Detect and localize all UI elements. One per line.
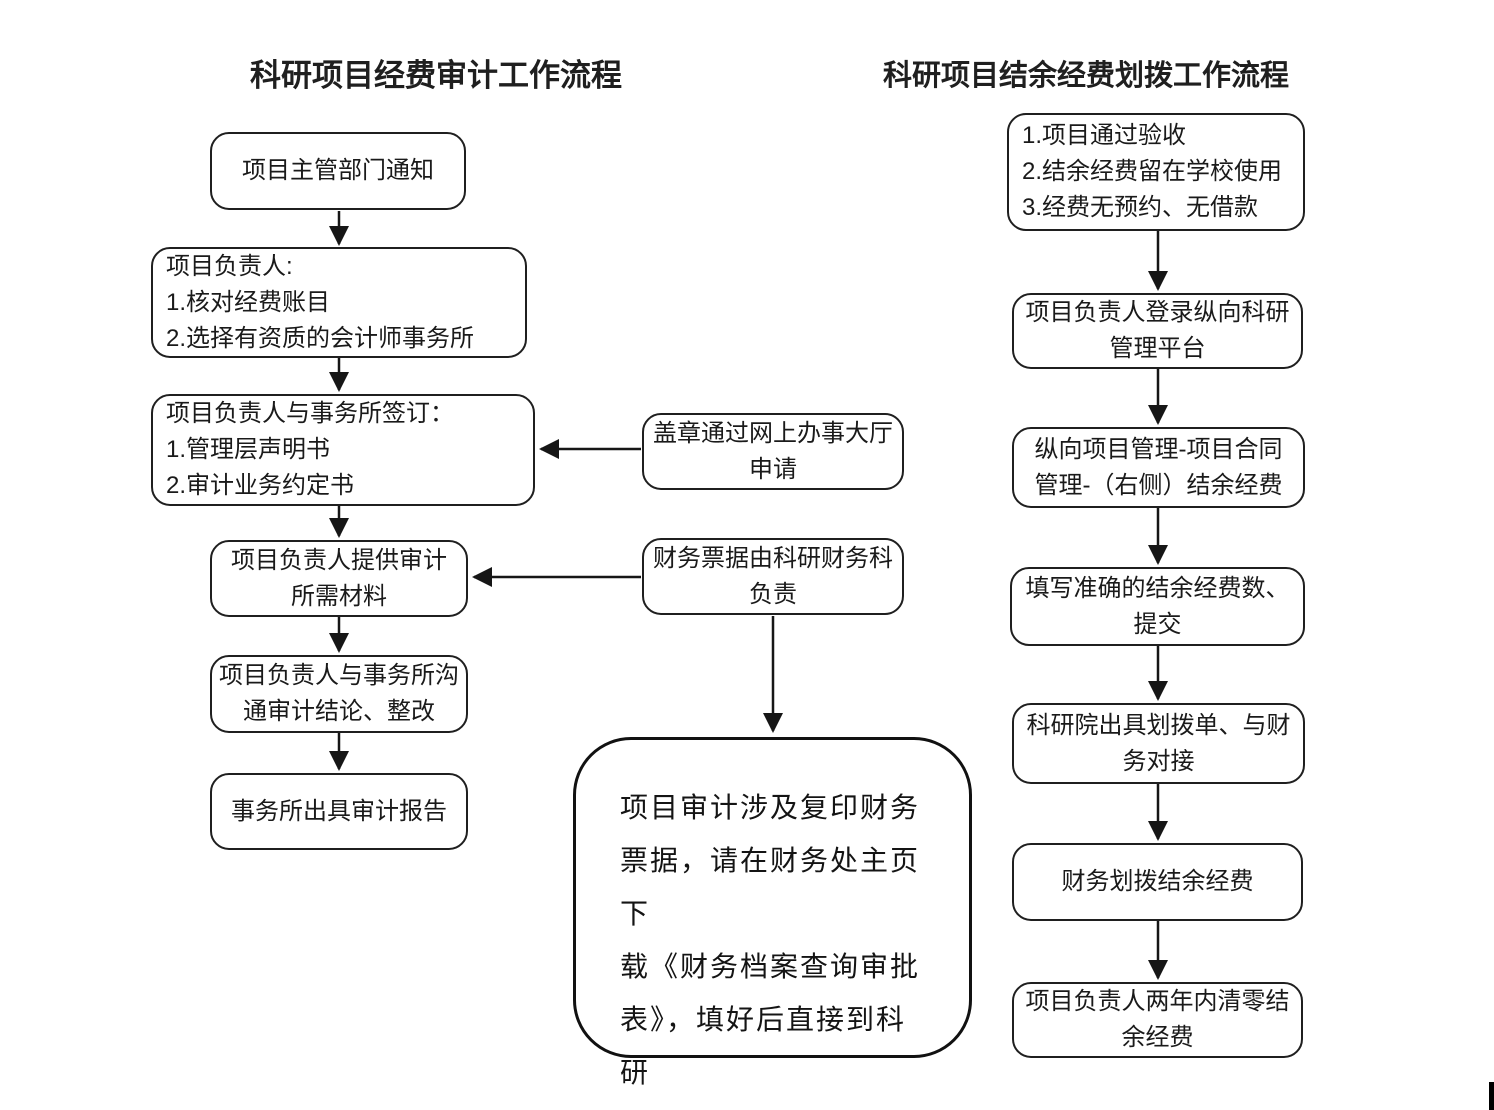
right-flow-title: 科研项目结余经费划拨工作流程 <box>883 60 1290 92</box>
note-box: 项目审计涉及复印财务 票据，请在财务处主页下 载《财务档案查询审批 表》，填好后… <box>573 737 972 1089</box>
box-pi-sign-agreements: 项目负责人与事务所签订： 1.管理层声明书 2.审计业务约定书 <box>151 394 535 506</box>
left-flow-title: 科研项目经费审计工作流程 <box>250 58 622 93</box>
box-pi-provide-materials: 项目负责人提供审计 所需材料 <box>210 540 468 617</box>
box-seal-online-hall: 盖章通过网上办事大厅 申请 <box>642 413 904 490</box>
box-audit-report: 事务所出具审计报告 <box>210 773 468 850</box>
box-menu-path: 纵向项目管理-项目合同 管理-（右侧）结余经费 <box>1012 427 1305 508</box>
box-fill-surplus-amount: 填写准确的结余经费数、 提交 <box>1010 567 1305 646</box>
box-preconditions: 1.项目通过验收 2.结余经费留在学校使用 3.经费无预约、无借款 <box>1007 113 1305 231</box>
box-transfer-slip: 科研院出具划拨单、与财 务对接 <box>1012 703 1305 784</box>
box-pi-prepare: 项目负责人: 1.核对经费账目 2.选择有资质的会计师事务所 <box>151 247 527 358</box>
note-text: 项目审计涉及复印财务 票据，请在财务处主页下 载《财务档案查询审批 表》，填好后… <box>576 740 969 1110</box>
box-pi-communicate-results: 项目负责人与事务所沟 通审计结论、整改 <box>210 655 468 733</box>
box-finance-transfer: 财务划拨结余经费 <box>1012 843 1303 921</box>
box-finance-invoices: 财务票据由科研财务科 负责 <box>642 538 904 615</box>
note-text-body: 项目审计涉及复印财务 票据，请在财务处主页下 载《财务档案查询审批 表》，填好后… <box>620 793 921 1089</box>
box-login-platform: 项目负责人登录纵向科研 管理平台 <box>1012 293 1303 369</box>
box-clear-surplus: 项目负责人两年内清零结 余经费 <box>1012 982 1303 1058</box>
box-dept-notice: 项目主管部门通知 <box>210 132 466 210</box>
screen-edge-artifact <box>1489 1082 1494 1110</box>
